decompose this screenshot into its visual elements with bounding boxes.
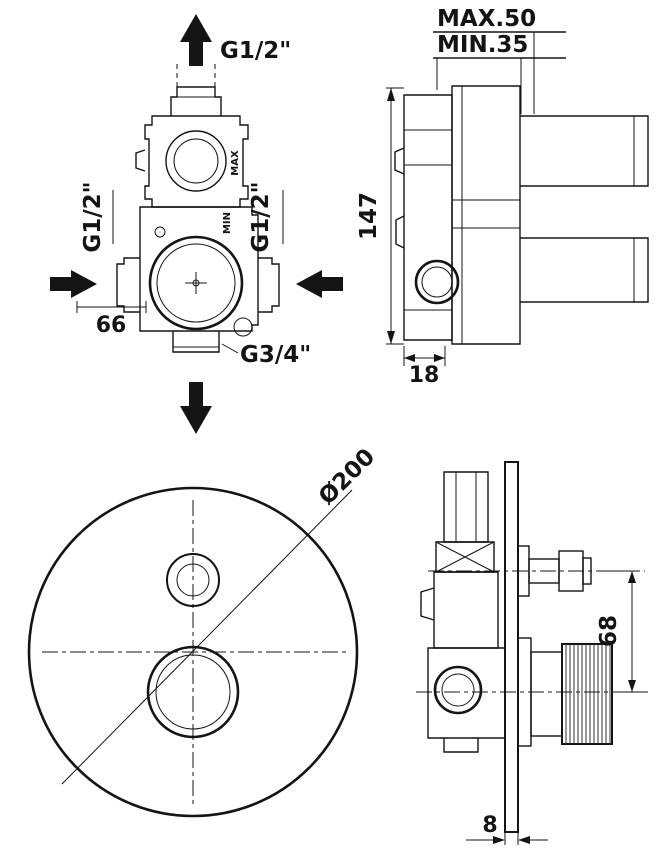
concealed-body-side: [420, 471, 506, 753]
dimension-68: 68: [596, 570, 640, 693]
flow-out-arrow-up-icon: [176, 14, 216, 87]
depth-max-label: MAX.50: [437, 6, 536, 32]
rough-in-side-view: MAX.50 MIN.35: [356, 6, 649, 388]
trim-plate-circle: [27, 486, 359, 818]
min-marking-label: MIN: [222, 212, 233, 234]
left-connection-label: G1/2": [80, 181, 106, 252]
diameter-leader-line: [61, 489, 353, 785]
bottom-connection-label: G3/4": [240, 342, 311, 368]
depth-min-label: MIN.35: [437, 32, 528, 58]
dimension-66: 66: [76, 301, 147, 338]
dimension-147: 147: [356, 87, 404, 345]
rough-in-front-view: MAX MIN G1/2" G1/2" G1/2" G3/4": [50, 14, 343, 434]
main-handle-front: [146, 645, 240, 739]
max-marking-label: MAX: [230, 150, 241, 176]
valve-body-front: MAX MIN: [116, 86, 280, 353]
flow-in-arrow-left-icon: [50, 270, 97, 298]
dimension-18: 18: [403, 346, 446, 388]
flow-in-arrow-right-icon: [296, 270, 343, 298]
dim-spacing-label: 68: [596, 615, 622, 647]
dim-height-label: 147: [356, 192, 382, 240]
dim-thickness-label: 8: [482, 813, 497, 838]
flow-out-arrow-down-icon: [180, 382, 212, 434]
depth-range-labels: MAX.50 MIN.35: [433, 6, 566, 114]
dim-depth-label: 18: [409, 363, 440, 388]
trim-plate-side: [504, 461, 519, 833]
trim-side-view: 68 8: [416, 461, 648, 845]
knurling-hatch: [565, 644, 611, 744]
dim-width-label: 66: [96, 313, 127, 338]
diverter-knob-front: [166, 553, 220, 607]
valve-body-side: [394, 85, 649, 345]
top-connection-label: G1/2": [220, 38, 291, 64]
dimension-8: 8: [466, 813, 548, 845]
trim-front-view: Ø200: [27, 444, 380, 818]
dim-diameter-label: Ø200: [314, 444, 380, 510]
right-connection-label: G1/2": [248, 181, 274, 252]
